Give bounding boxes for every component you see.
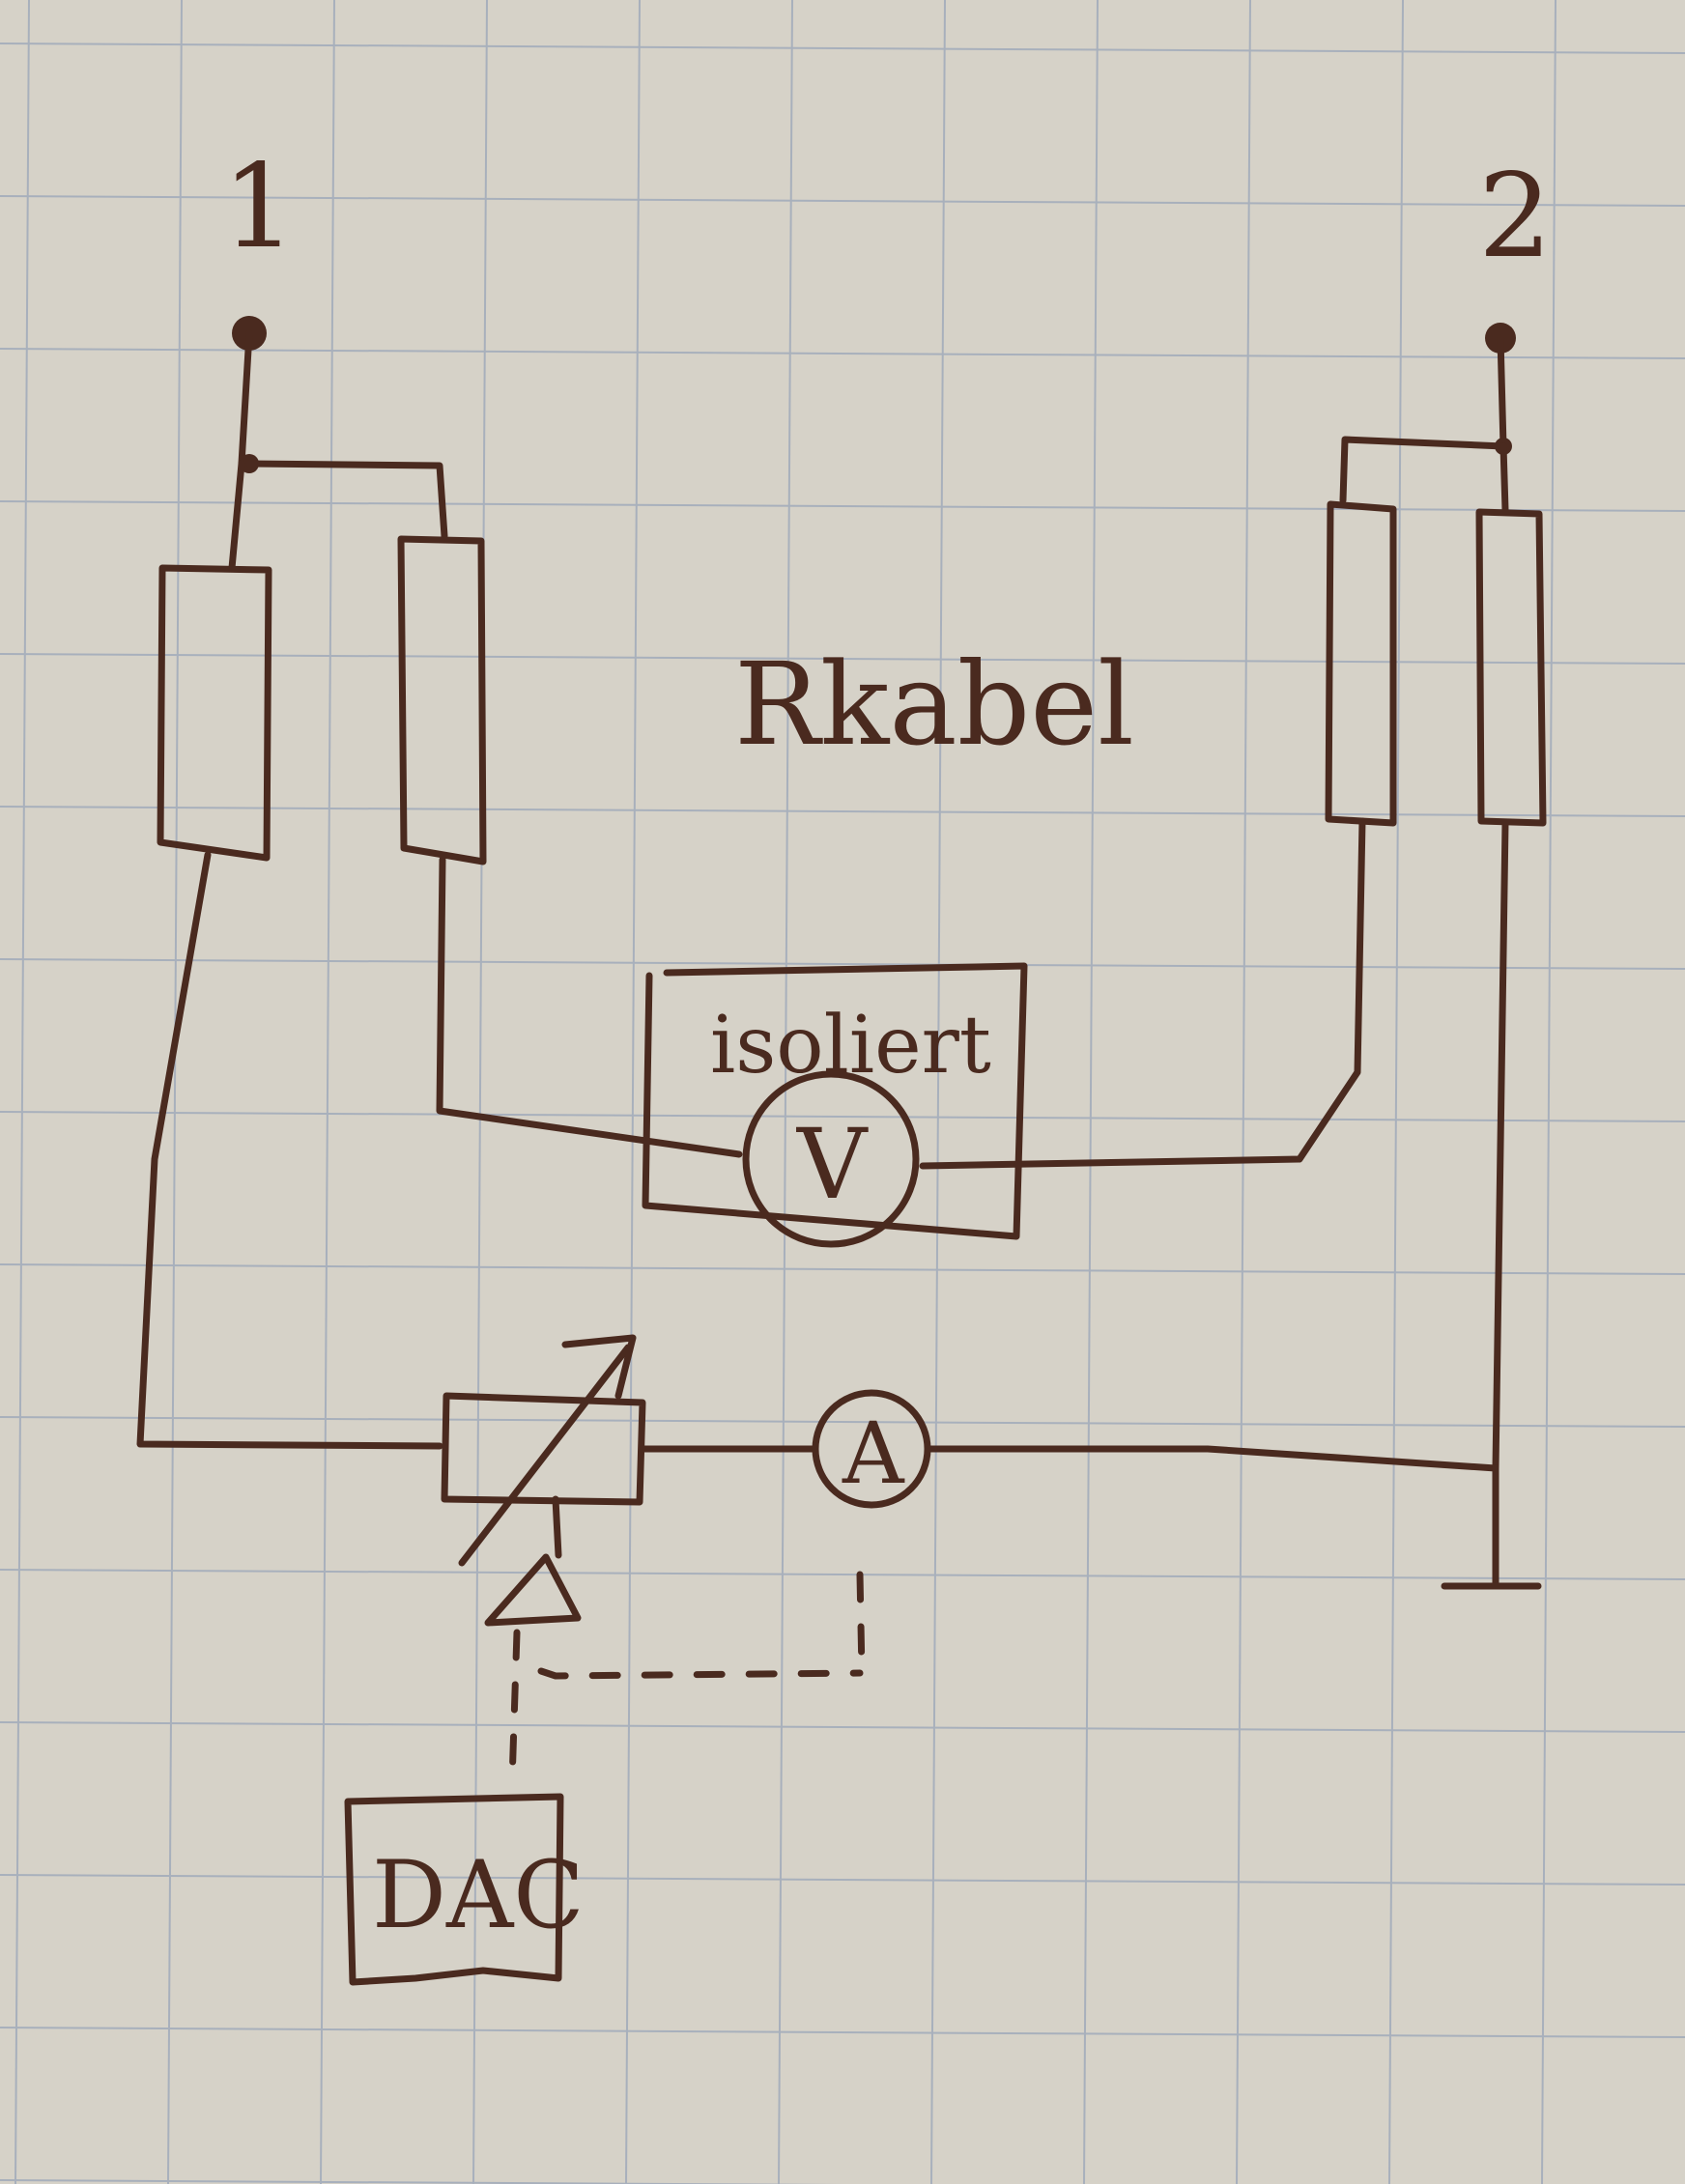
grid-line-vertical [1541,0,1556,2184]
terminal-1-lead [238,329,253,468]
grid-line-horizontal [0,1416,1685,1428]
grid-line-horizontal [0,348,1685,359]
current-wire-left [136,851,443,1450]
cable-resistor-right-inner [1325,500,1397,827]
cable-resistor-left-outer [157,564,272,862]
sense-wire-left [436,856,743,1158]
grid-line-horizontal [0,958,1685,970]
grid-line-horizontal [0,1874,1685,1886]
voltmeter-label: V [796,1108,869,1221]
variable-resistor [441,1392,646,1506]
cable-resistor-left-inner [397,535,487,865]
grid-line-horizontal [0,2027,1685,2038]
amplifier-output-wire [552,1495,562,1559]
wire-junction1-to-r2 [245,460,448,540]
grid-line-vertical [930,0,946,2184]
terminal-1-label: 1 [222,140,296,274]
cable-resistor-right-outer [1475,508,1547,827]
wire-junction1-to-r1 [228,460,245,572]
grid-line-vertical [625,0,641,2184]
wire-junction2-to-r3 [1339,436,1507,504]
grid-line-vertical [1388,0,1404,2184]
sense-wire-right [919,817,1366,1170]
variable-resistor-arrow-head [561,1334,637,1400]
grid-line-vertical [778,0,793,2184]
grid-line-vertical [1083,0,1099,2184]
amplifier-triangle [484,1553,582,1627]
grid-line-horizontal [0,1721,1685,1733]
ammeter-feedback-dashed-line [537,1667,864,1680]
variable-resistor-arrow-shaft [458,1344,632,1567]
wire-junction2-to-r4 [1499,442,1509,514]
grid-line-horizontal [0,195,1685,207]
ammeter-label: A [842,1404,905,1503]
isolated-box [642,962,1028,1240]
grid-line-horizontal [0,1569,1685,1580]
terminal-2-lead [1497,334,1507,450]
grid-line-horizontal [0,500,1685,512]
voltmeter-symbol [742,1070,920,1248]
terminal-2-label: 2 [1478,150,1552,284]
dac-label: DAC [372,1841,585,1949]
grid-line-vertical [167,0,183,2184]
dac-control-dashed-line [508,1629,521,1786]
grid-line-horizontal [0,2179,843,2184]
wire-ammeter-to-ground [924,1445,1499,1472]
grid-line-vertical [472,0,488,2184]
grid-line-vertical [1236,0,1251,2184]
grid-line-horizontal [0,1111,1685,1122]
grid-line-horizontal [0,1263,1685,1275]
grid-line-horizontal [0,806,1685,817]
dac-box [344,1793,564,1986]
grid-line-vertical [14,0,30,2184]
rkabel-label: Rkabel [734,638,1134,771]
ammeter-dashed-riser [856,1571,866,1677]
grid-line-horizontal [0,43,1685,54]
grid-line-vertical [320,0,335,2184]
grid-line-horizontal [0,653,1685,665]
current-wire-right-vertical [1492,819,1509,1472]
